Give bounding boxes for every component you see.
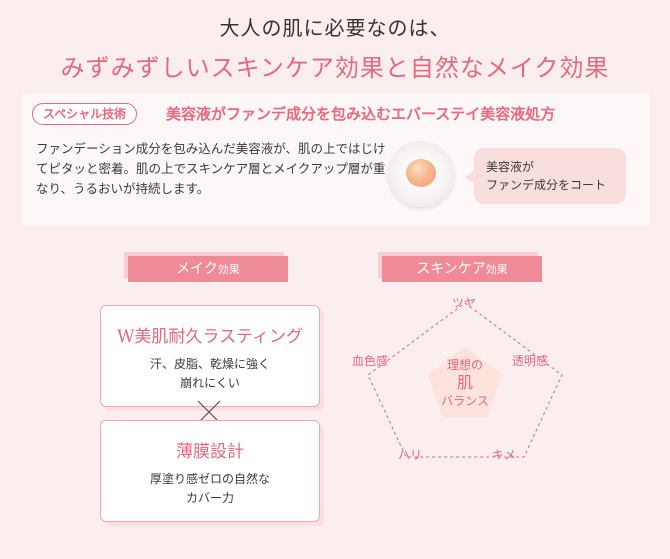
cross-icon bbox=[197, 400, 221, 424]
pentagon-center-label: 理想の 肌 バランス bbox=[430, 357, 500, 409]
card-lasting-line2: 崩れにくい bbox=[180, 376, 240, 390]
special-tech-body: ファンデーション成分を包み込んだ美容液が、肌の上ではじけてピタッと密着。肌の上で… bbox=[36, 141, 386, 196]
special-tech-panel: スペシャル技術 美容液がファンデ成分を包み込むエバーステイ美容液処方 ファンデー… bbox=[22, 93, 650, 225]
vertex-label-transparency: 透明感 bbox=[512, 354, 549, 368]
card-thin-film-line2: カバー力 bbox=[185, 491, 234, 505]
serum-dish-illustration bbox=[388, 141, 454, 207]
skincare-tab-main: スキンケア bbox=[416, 261, 486, 277]
speech-bubble-tail bbox=[465, 170, 475, 184]
card-thin-film-line1: 厚塗り感ゼロの自然な bbox=[149, 472, 270, 486]
center-line2: 肌 bbox=[456, 373, 473, 392]
bubble-line2: ファンデ成分をコート bbox=[486, 178, 607, 192]
makeup-tab-main: メイク bbox=[176, 261, 218, 277]
special-tech-title: 美容液がファンデ成分を包み込むエバーステイ美容液処方 bbox=[166, 105, 556, 123]
card-title-lasting: W美肌耐久ラスティング bbox=[116, 327, 304, 347]
vertex-label-hari: ハリ bbox=[398, 448, 423, 462]
headline-line1: 大人の肌に必要なのは、 bbox=[219, 16, 451, 40]
headline-line2: みずみずしいスキンケア効果と自然なメイク効果 bbox=[60, 54, 610, 82]
vertex-label-tsuya: ツヤ bbox=[452, 296, 477, 310]
speech-bubble: 美容液が ファンデ成分をコート bbox=[465, 148, 626, 204]
vertex-label-kime: キメ bbox=[492, 448, 517, 462]
center-line1: 理想の bbox=[446, 358, 483, 372]
center-line3: バランス bbox=[441, 394, 489, 408]
skincare-effect-tab: スキンケア効果 bbox=[382, 256, 542, 282]
card-lasting-line1: 汗、皮脂、乾燥に強く bbox=[149, 357, 270, 371]
card-title-thin-film: 薄膜設計 bbox=[176, 442, 244, 462]
makeup-tab-suffix: 効果 bbox=[217, 263, 240, 276]
serum-drop-illustration bbox=[406, 159, 436, 187]
bubble-line1: 美容液が bbox=[486, 160, 535, 174]
vertex-label-complexion: 血色感 bbox=[352, 354, 389, 368]
makeup-card-thin-film: 薄膜設計 厚塗り感ゼロの自然な カバー力 bbox=[100, 420, 320, 522]
makeup-effect-tab: メイク効果 bbox=[128, 256, 288, 282]
makeup-card-lasting: W美肌耐久ラスティング 汗、皮脂、乾燥に強く 崩れにくい bbox=[100, 305, 320, 407]
skincare-balance-pentagon bbox=[367, 302, 563, 458]
skincare-tab-suffix: 効果 bbox=[485, 263, 508, 276]
special-tech-badge: スペシャル技術 bbox=[32, 103, 138, 125]
